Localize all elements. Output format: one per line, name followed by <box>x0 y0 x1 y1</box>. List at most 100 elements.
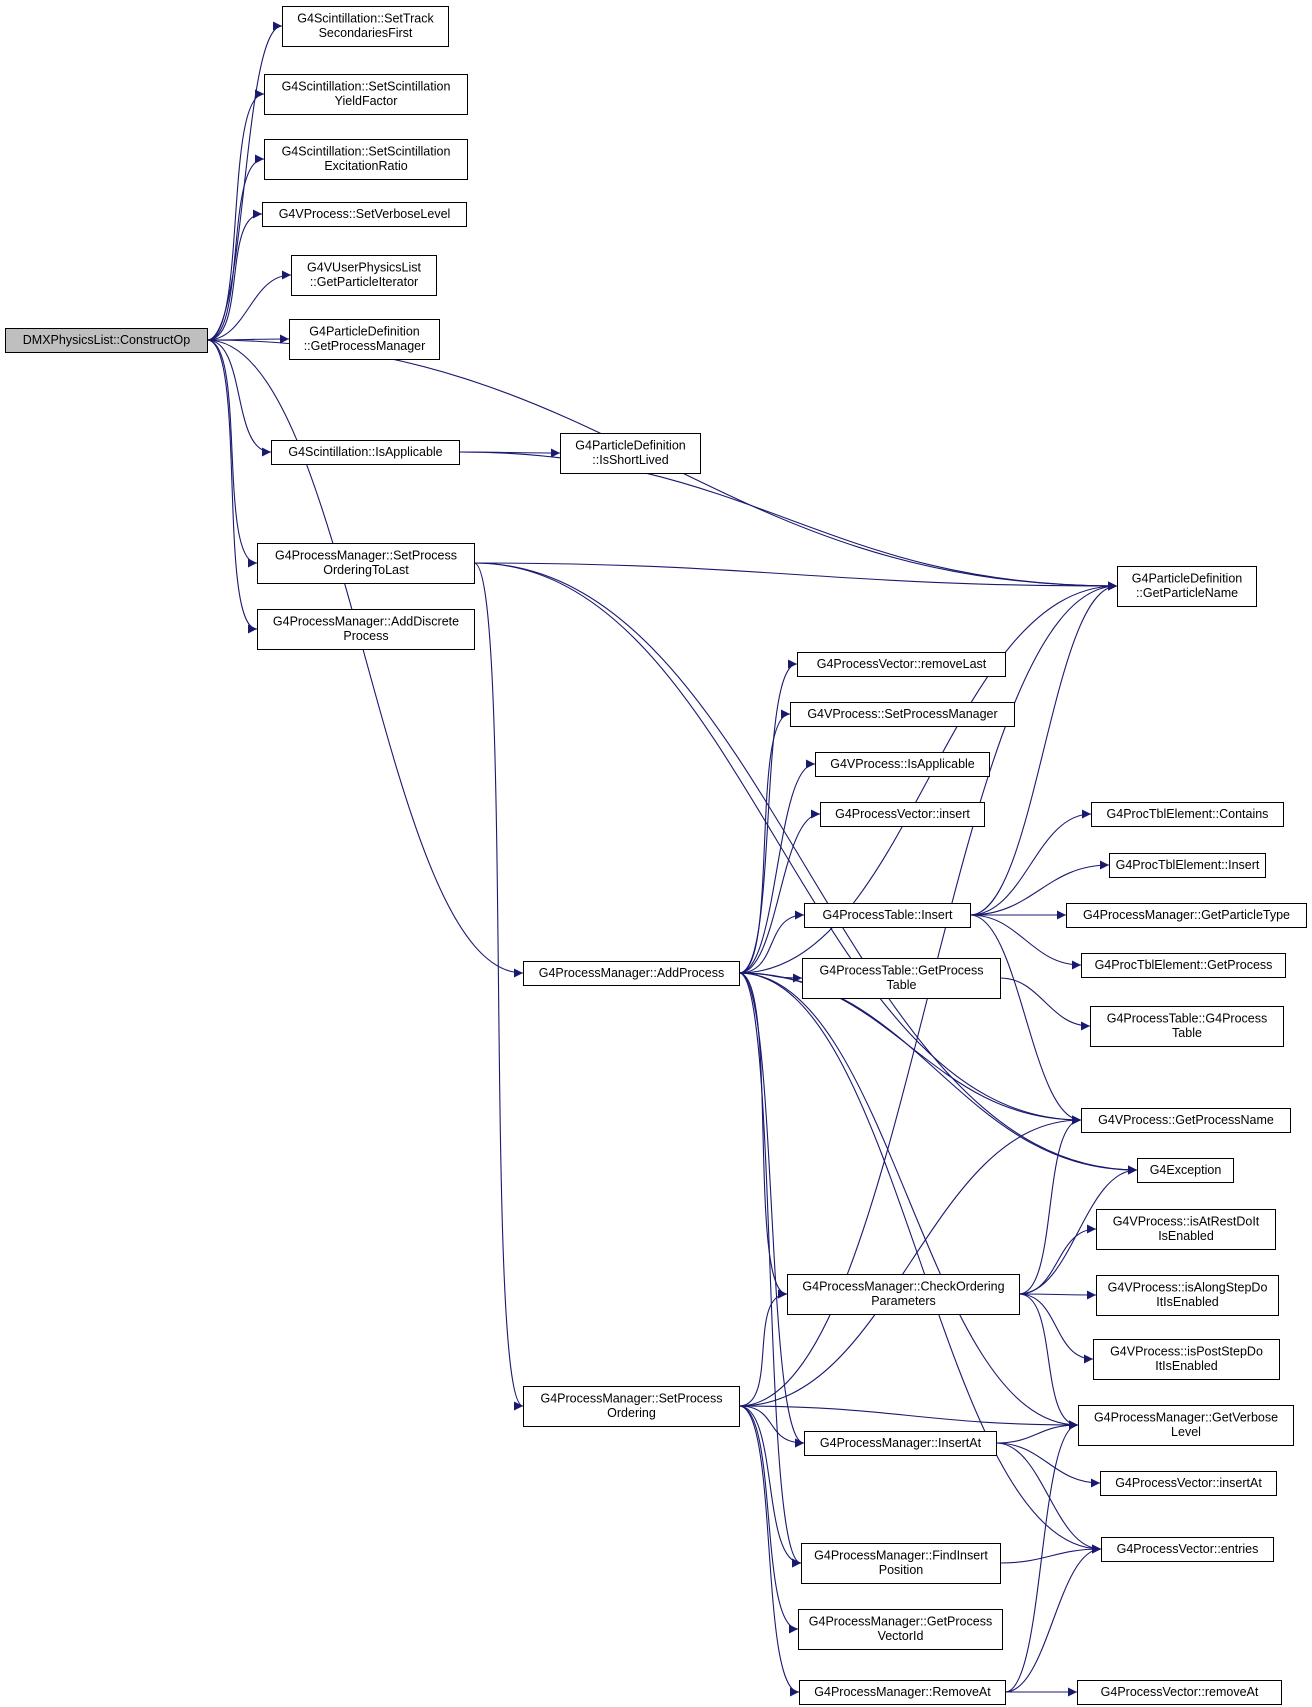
edge-ptable_insert-to-ptbl_elem_get_process <box>969 914 1082 970</box>
node-label: G4ProcessManager::SetProcess <box>275 549 457 563</box>
edge-ptable_insert-to-ptbl_elem_contains <box>969 809 1092 916</box>
node-label: Process <box>343 629 388 643</box>
edge-pm_insert_at-to-pvec_insert_at <box>995 1442 1101 1488</box>
node-label: G4ProcessVector::removeAt <box>1101 1685 1259 1699</box>
node-pm_set_ordering_last[interactable]: G4ProcessManager::SetProcessOrderingToLa… <box>257 543 475 584</box>
edge-pm_add_process-to-ptable_insert <box>738 910 805 974</box>
node-ptbl_elem_insert[interactable]: G4ProcTblElement::Insert <box>1109 853 1266 878</box>
node-pm_remove_at[interactable]: G4ProcessManager::RemoveAt <box>799 1680 1006 1705</box>
node-label: G4VProcess::isAtRestDoIt <box>1113 1215 1260 1229</box>
node-label: G4ProcessTable::G4Process <box>1107 1012 1268 1026</box>
node-pm_get_particle_type[interactable]: G4ProcessManager::GetParticleType <box>1066 903 1307 928</box>
node-pm_insert_at[interactable]: G4ProcessManager::InsertAt <box>804 1431 997 1456</box>
edge-pm_insert_at-to-pvec_entries <box>995 1442 1102 1554</box>
node-pvec_entries[interactable]: G4ProcessVector::entries <box>1101 1537 1274 1562</box>
node-box <box>1093 1339 1280 1380</box>
edge-construct_op-to-scint_yield <box>206 89 265 341</box>
edge-pm_find_insert_pos-to-pvec_entries <box>999 1544 1102 1564</box>
edge-scint_is_applicable-to-pdef_get_name <box>458 451 1118 591</box>
node-label: G4VUserPhysicsList <box>307 261 421 275</box>
node-label: G4Scintillation::SetTrack <box>297 12 434 26</box>
node-box <box>804 1431 997 1456</box>
node-pdef_get_name[interactable]: G4ParticleDefinition::GetParticleName <box>1117 566 1257 607</box>
node-box <box>289 319 440 360</box>
edge-pm_add_process-to-pvec_entries <box>738 972 1102 1554</box>
node-label: G4ProcTblElement::Contains <box>1107 807 1269 821</box>
node-scint_track[interactable]: G4Scintillation::SetTrackSecondariesFirs… <box>282 6 449 47</box>
node-label: IsEnabled <box>1158 1229 1214 1243</box>
node-vproc_set_pm[interactable]: G4VProcess::SetProcessManager <box>790 702 1015 727</box>
node-box <box>1096 1209 1276 1250</box>
node-box <box>1101 1537 1274 1562</box>
node-label: G4ProcessManager::FindInsert <box>814 1549 988 1563</box>
nodes-layer: DMXPhysicsList::ConstructOpG4Scintillati… <box>5 6 1307 1705</box>
node-pvec_insert_at[interactable]: G4ProcessVector::insertAt <box>1100 1471 1277 1496</box>
node-ptbl_elem_get_process[interactable]: G4ProcTblElement::GetProcess <box>1081 953 1286 978</box>
node-ptbl_elem_contains[interactable]: G4ProcTblElement::Contains <box>1091 802 1284 827</box>
node-box <box>797 652 1006 677</box>
node-pvec_remove_at[interactable]: G4ProcessVector::removeAt <box>1077 1680 1282 1705</box>
node-box <box>271 440 460 465</box>
node-box <box>523 961 740 986</box>
node-box <box>1100 1471 1277 1496</box>
node-scint_is_applicable[interactable]: G4Scintillation::IsApplicable <box>271 440 460 465</box>
node-vproc_verbose[interactable]: G4VProcess::SetVerboseLevel <box>262 202 467 227</box>
edge-construct_op-to-pm_set_ordering_last <box>206 339 258 568</box>
node-pdef_get_pm[interactable]: G4ParticleDefinition::GetProcessManager <box>289 319 440 360</box>
node-label: OrderingToLast <box>323 563 409 577</box>
node-label: G4ParticleDefinition <box>575 439 686 453</box>
node-pvec_insert[interactable]: G4ProcessVector::insert <box>820 802 985 827</box>
node-pvec_remove_last[interactable]: G4ProcessVector::removeLast <box>797 652 1006 677</box>
node-label: G4VProcess::SetProcessManager <box>807 707 997 721</box>
node-box <box>799 1680 1006 1705</box>
node-box <box>262 202 467 227</box>
node-ptable_ctor[interactable]: G4ProcessTable::G4ProcessTable <box>1090 1006 1284 1047</box>
node-pm_check_ordering[interactable]: G4ProcessManager::CheckOrderingParameter… <box>787 1274 1020 1315</box>
node-g4exception[interactable]: G4Exception <box>1137 1158 1234 1183</box>
edge-pm_add_process-to-vproc_is_applicable <box>738 759 816 974</box>
node-label: G4ProcessManager::GetVerbose <box>1094 1411 1278 1425</box>
node-pdef_short_lived[interactable]: G4ParticleDefinition::IsShortLived <box>560 433 701 474</box>
node-box <box>5 328 208 353</box>
node-label: G4ProcTblElement::Insert <box>1116 858 1260 872</box>
node-box <box>282 6 449 47</box>
node-construct_op[interactable]: DMXPhysicsList::ConstructOp <box>5 328 208 353</box>
node-box <box>804 903 971 928</box>
node-pm_add_process[interactable]: G4ProcessManager::AddProcess <box>523 961 740 986</box>
edge-construct_op-to-pm_add_discrete <box>206 339 258 634</box>
node-box <box>257 543 475 584</box>
node-label: G4VProcess::GetProcessName <box>1098 1113 1274 1127</box>
node-box <box>815 752 990 777</box>
node-box <box>1117 566 1257 607</box>
node-label: VectorId <box>878 1629 924 1643</box>
node-label: ::GetParticleName <box>1136 586 1238 600</box>
edge-pm_set_ordering_last-to-pm_set_ordering <box>473 562 524 1411</box>
node-box <box>1081 953 1286 978</box>
node-vuser_particle_iter[interactable]: G4VUserPhysicsList::GetParticleIterator <box>291 255 437 296</box>
edge-pm_set_ordering-to-pm_get_verbose <box>738 1405 1079 1430</box>
node-label: G4VProcess::isAlongStepDo <box>1108 1281 1268 1295</box>
node-label: Position <box>879 1563 924 1577</box>
node-ptable_insert[interactable]: G4ProcessTable::Insert <box>804 903 971 928</box>
edge-construct_op-to-vuser_particle_iter <box>206 270 292 341</box>
node-box <box>264 139 468 180</box>
node-vproc_is_applicable[interactable]: G4VProcess::IsApplicable <box>815 752 990 777</box>
node-scint_yield[interactable]: G4Scintillation::SetScintillationYieldFa… <box>264 74 468 115</box>
edge-pm_add_process-to-g4exception <box>738 972 1138 1175</box>
edge-construct_op-to-scint_excit <box>206 154 265 341</box>
node-vproc_get_name[interactable]: G4VProcess::GetProcessName <box>1081 1108 1291 1133</box>
node-box <box>1137 1158 1234 1183</box>
node-label: G4Scintillation::SetScintillation <box>282 80 451 94</box>
node-box <box>802 958 1001 999</box>
node-scint_excit[interactable]: G4Scintillation::SetScintillationExcitat… <box>264 139 468 180</box>
